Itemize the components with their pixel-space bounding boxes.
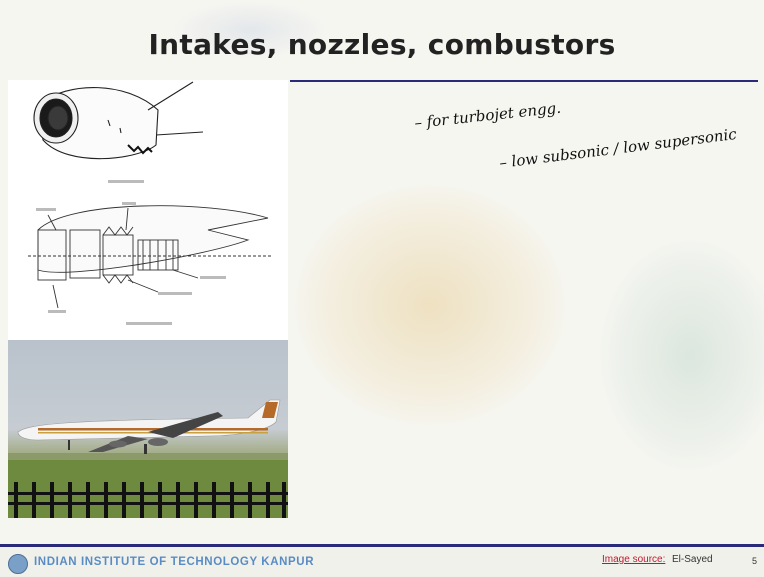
figure-label-mark (200, 276, 226, 279)
slide-title: Intakes, nozzles, combustors (148, 28, 616, 61)
institute-name: INDIAN INSTITUTE OF TECHNOLOGY KANPUR (34, 556, 315, 568)
background-blob (170, 0, 330, 60)
figure-label-mark (48, 310, 66, 313)
engine-nacelle-drawing (33, 81, 204, 160)
engine-section-drawing (28, 205, 273, 309)
figure-label-mark (122, 202, 136, 205)
engine-drawings (28, 81, 273, 325)
figure-label-mark (108, 180, 144, 183)
handwritten-line-1: – for turbojet engg. (414, 99, 562, 132)
institute-logo-icon (8, 554, 28, 574)
background-blob (295, 185, 565, 425)
background-blob (600, 240, 764, 470)
figure-label-mark (36, 208, 56, 211)
image-source-name: El-Sayed (672, 554, 713, 565)
title-underline (290, 80, 758, 82)
page-number: 5 (752, 556, 758, 566)
image-source-link[interactable]: Image source: (602, 554, 666, 565)
aircraft-photo (8, 340, 288, 518)
handwritten-notes: – for turbojet engg. – low subsonic / lo… (414, 99, 739, 172)
figure-label-mark (158, 292, 192, 295)
engine-figures (8, 80, 288, 340)
handwritten-line-2: – low subsonic / low supersonic (498, 125, 738, 172)
fence (14, 482, 286, 518)
footer (0, 547, 764, 577)
footer-rule (0, 544, 764, 547)
aircraft-photo-drawing (8, 399, 288, 518)
figure-label-mark (126, 322, 172, 325)
